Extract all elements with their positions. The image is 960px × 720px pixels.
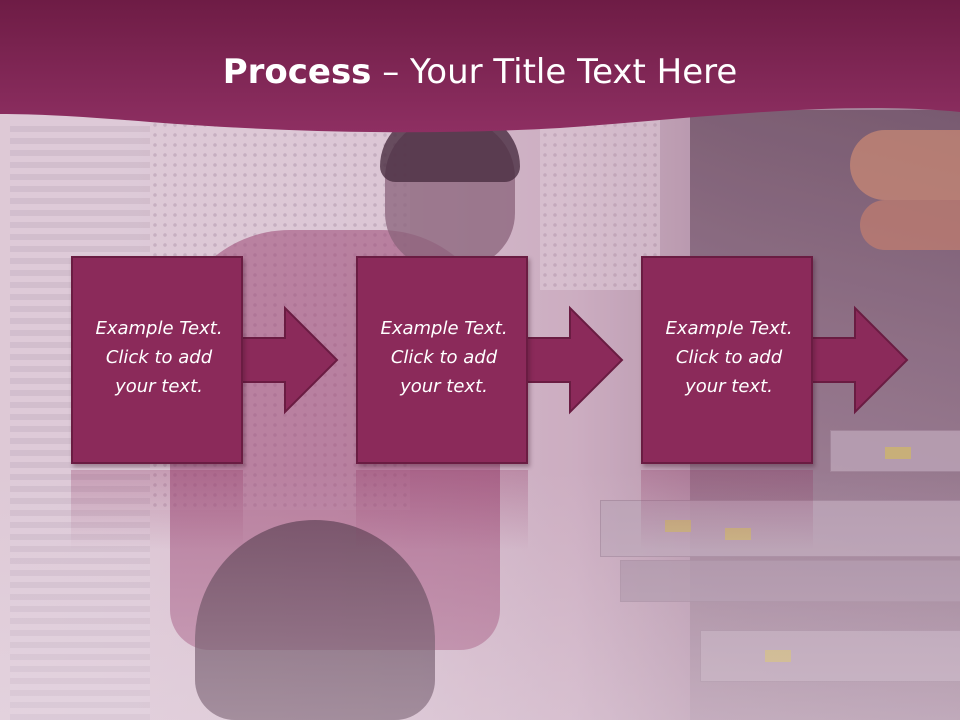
step-box[interactable]: Example Text. Click to add your text.	[356, 256, 528, 464]
title-banner: Process – Your Title Text Here	[0, 0, 960, 140]
step-text-line: Click to add	[390, 347, 498, 368]
step-text-line: Example Text.	[95, 318, 223, 339]
step-text-line: your text.	[400, 376, 488, 397]
step-text[interactable]: Example Text. Click to add your text.	[79, 314, 239, 401]
step-reflection	[356, 470, 528, 550]
step-reflection	[641, 470, 813, 550]
process-step-1[interactable]: Example Text. Click to add your text.	[71, 256, 339, 468]
step-text[interactable]: Example Text. Click to add your text.	[649, 314, 809, 401]
slide-title[interactable]: Process – Your Title Text Here	[0, 52, 960, 92]
step-text-line: Example Text.	[380, 318, 508, 339]
step-text-line: your text.	[685, 376, 773, 397]
step-text-line: Click to add	[105, 347, 213, 368]
step-text-line: your text.	[115, 376, 203, 397]
arrow-right-icon	[810, 305, 909, 415]
arrow-right-icon	[525, 305, 624, 415]
process-step-2[interactable]: Example Text. Click to add your text.	[356, 256, 624, 468]
process-step-3[interactable]: Example Text. Click to add your text.	[641, 256, 909, 468]
bottom-fade	[0, 470, 960, 720]
title-rest: – Your Title Text Here	[371, 52, 738, 92]
warning-label	[765, 650, 791, 662]
server-rack-door-right	[540, 110, 660, 290]
warning-label	[725, 528, 751, 540]
cable-bundle	[860, 200, 960, 250]
server-unit	[600, 500, 960, 557]
warning-label	[885, 447, 911, 459]
step-box[interactable]: Example Text. Click to add your text.	[641, 256, 813, 464]
step-text-line: Click to add	[675, 347, 783, 368]
server-unit	[620, 560, 960, 602]
title-strong: Process	[222, 52, 372, 92]
banner-shape	[0, 0, 960, 133]
step-text-line: Example Text.	[665, 318, 793, 339]
step-text[interactable]: Example Text. Click to add your text.	[364, 314, 524, 401]
step-reflection	[71, 470, 243, 550]
warning-label	[665, 520, 691, 532]
helmet	[195, 520, 435, 720]
arrow-right-icon	[240, 305, 339, 415]
step-box[interactable]: Example Text. Click to add your text.	[71, 256, 243, 464]
cable-bundle	[850, 130, 960, 200]
server-unit	[700, 630, 960, 682]
